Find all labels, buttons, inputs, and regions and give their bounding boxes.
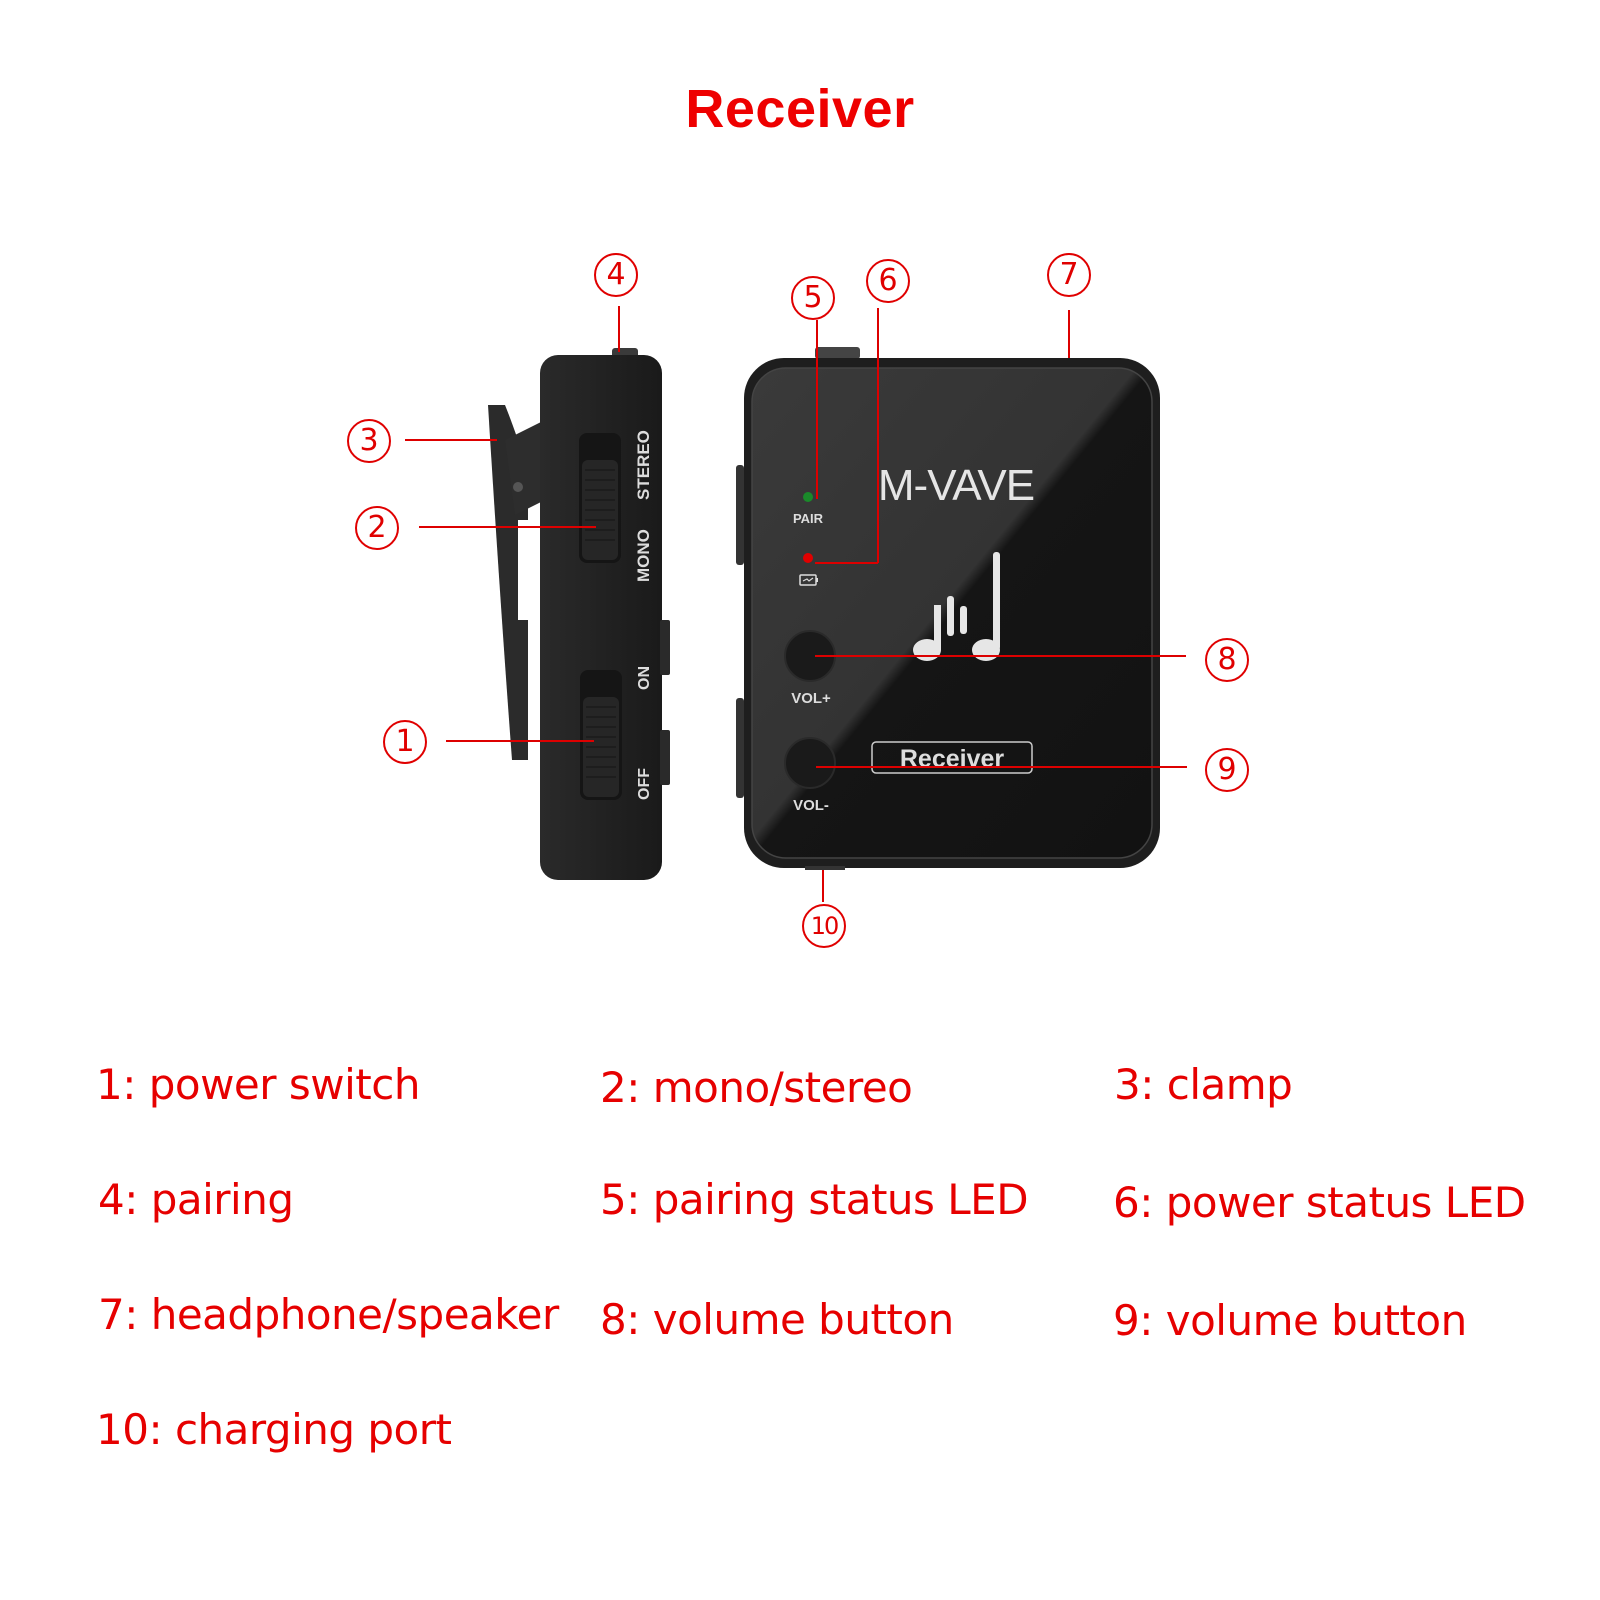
- legend-item-10: 10: charging port: [96, 1405, 452, 1454]
- legend-item-7: 7: headphone/speaker: [98, 1290, 559, 1339]
- device-illustration: STEREO MONO ON OFF M-VAVE PAIR: [405, 306, 1187, 902]
- mono-label: MONO: [634, 529, 653, 582]
- mono-stereo-switch[interactable]: [579, 433, 621, 563]
- side-view: STEREO MONO ON OFF: [488, 348, 670, 880]
- callout-7: 7: [1047, 253, 1091, 297]
- legend-item-1: 1: power switch: [96, 1060, 420, 1109]
- pair-label: PAIR: [793, 511, 824, 526]
- leader-lines: [405, 306, 1187, 902]
- off-label: OFF: [636, 768, 653, 800]
- power-led: [803, 553, 813, 563]
- brand-logo: M-VAVE: [878, 461, 1034, 510]
- power-switch[interactable]: [580, 670, 622, 800]
- legend-item-9: 9: volume button: [1113, 1296, 1467, 1345]
- callout-6: 6: [866, 259, 910, 303]
- legend-item-6: 6: power status LED: [1113, 1178, 1526, 1227]
- callout-10: 10: [802, 904, 846, 948]
- vol-down-label: VOL-: [793, 797, 829, 814]
- page-title: Receiver: [685, 79, 915, 139]
- on-label: ON: [636, 666, 653, 690]
- legend-item-3: 3: clamp: [1114, 1060, 1293, 1109]
- side-body: [540, 355, 662, 880]
- battery-charging-icon: [799, 574, 818, 586]
- side-ridges: [736, 465, 744, 798]
- legend-item-4: 4: pairing: [98, 1175, 294, 1224]
- callout-3: 3: [347, 419, 391, 463]
- pair-led: [803, 492, 813, 502]
- vol-down-button[interactable]: [784, 737, 836, 789]
- callout-1: 1: [383, 720, 427, 764]
- clamp: [488, 405, 545, 760]
- legend-item-2: 2: mono/stereo: [600, 1063, 913, 1112]
- legend-item-5: 5: pairing status LED: [600, 1175, 1029, 1224]
- callout-4: 4: [594, 253, 638, 297]
- model-badge: [871, 741, 1033, 774]
- callout-5: 5: [791, 276, 835, 320]
- charging-port[interactable]: [805, 866, 845, 870]
- callout-8: 8: [1205, 638, 1249, 682]
- headphone-jack[interactable]: [815, 347, 860, 359]
- callout-9: 9: [1205, 748, 1249, 792]
- callout-2: 2: [355, 506, 399, 550]
- vol-up-label: VOL+: [791, 690, 831, 707]
- model-badge-label: Receiver: [900, 745, 1005, 773]
- stereo-label: STEREO: [634, 430, 653, 500]
- legend-item-8: 8: volume button: [600, 1295, 954, 1344]
- front-view: M-VAVE PAIR VOL+ VOL- Receiver: [736, 347, 1160, 870]
